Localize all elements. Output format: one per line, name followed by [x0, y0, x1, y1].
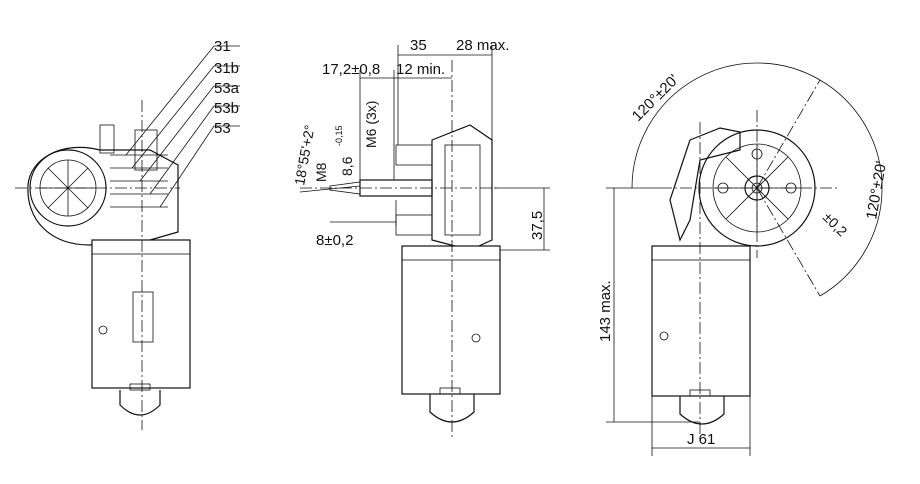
- dim-m6: M6 (3x): [363, 101, 379, 148]
- right-view: 120°±20' 120°±20' ±0,2 143 max. J 61: [597, 62, 890, 456]
- dim-28max: 28 max.: [456, 37, 509, 54]
- terminal-label-53b: 53b: [214, 100, 239, 117]
- dim-pm-0-2: ±0,2: [820, 209, 851, 240]
- terminal-label-31b: 31b: [214, 60, 239, 77]
- left-view: 31 31b 53a 53b 53: [15, 38, 240, 430]
- dim-8-6-tolerance: -0,15: [334, 125, 344, 146]
- dim-12min: 12 min.: [396, 61, 445, 78]
- dim-35: 35: [410, 37, 427, 54]
- dim-j61: J 61: [687, 431, 715, 448]
- dim-17-2: 17,2±0,8: [322, 61, 380, 78]
- middle-view: 35 28 max. 17,2±0,8 12 min. M6 (3x) 8,6 …: [291, 37, 550, 440]
- dim-143max: 143 max.: [597, 280, 614, 342]
- dim-120-right: 120°±20': [863, 160, 890, 221]
- dim-8: 8±0,2: [316, 232, 353, 249]
- terminal-label-53a: 53a: [214, 80, 240, 97]
- terminal-label-31: 31: [214, 38, 231, 55]
- dim-8-6: 8,6: [339, 156, 355, 176]
- dim-m8: M8: [313, 162, 329, 182]
- dim-37-5: 37,5: [529, 211, 546, 240]
- terminal-label-53: 53: [214, 120, 231, 137]
- dim-120-upper: 120°±20': [629, 71, 683, 125]
